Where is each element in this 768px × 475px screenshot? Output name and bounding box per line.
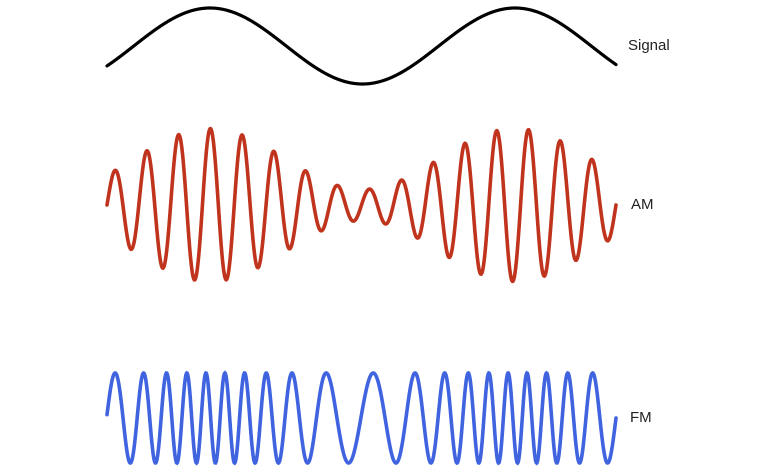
am-wave bbox=[105, 126, 618, 284]
fm-wave bbox=[105, 370, 618, 466]
am-label: AM bbox=[631, 196, 654, 213]
fm-label: FM bbox=[630, 409, 652, 426]
signal-wave bbox=[105, 6, 618, 86]
signal-label: Signal bbox=[628, 37, 670, 54]
